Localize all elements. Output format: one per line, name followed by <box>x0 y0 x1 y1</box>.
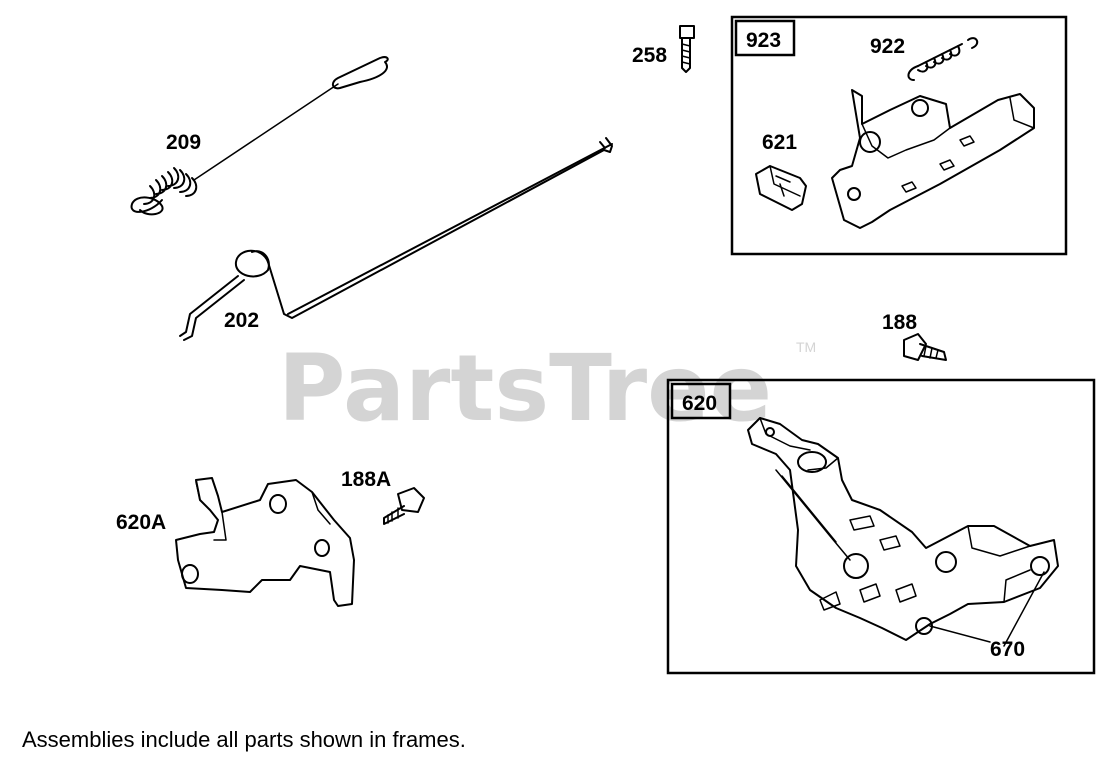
part-188-bolt <box>903 333 947 361</box>
frame-620-label: 620 <box>682 392 717 415</box>
frame-620-tag <box>670 382 732 420</box>
label-188a: 188A <box>341 468 391 491</box>
part-922-spring <box>907 37 979 81</box>
part-202-link <box>179 137 613 341</box>
part-258-screw <box>679 25 695 73</box>
frame-620 <box>666 378 1096 675</box>
footnote: Assemblies include all parts shown in fr… <box>22 727 466 752</box>
watermark-trademark: TM <box>796 339 816 355</box>
part-620a-bracket <box>175 477 355 607</box>
frame-923-label: 923 <box>746 29 781 52</box>
part-188a-bolt <box>383 487 425 525</box>
part-621-clip <box>755 165 807 211</box>
part-209-spring <box>130 56 389 216</box>
part-620-control-assembly <box>747 417 1059 641</box>
label-922: 922 <box>870 35 905 58</box>
leader-670-b <box>1003 571 1045 647</box>
label-621: 621 <box>762 131 797 154</box>
label-670: 670 <box>990 638 1025 661</box>
label-188: 188 <box>882 311 917 334</box>
watermark-brand: PartsTree <box>278 335 772 442</box>
label-620a: 620A <box>116 511 166 534</box>
label-209: 209 <box>166 131 201 154</box>
label-202: 202 <box>224 309 259 332</box>
frame-923 <box>730 15 1068 256</box>
leader-670-a <box>929 625 991 643</box>
label-258: 258 <box>632 44 667 67</box>
part-923-control-bracket <box>831 89 1035 229</box>
frame-923-tag <box>734 19 796 57</box>
